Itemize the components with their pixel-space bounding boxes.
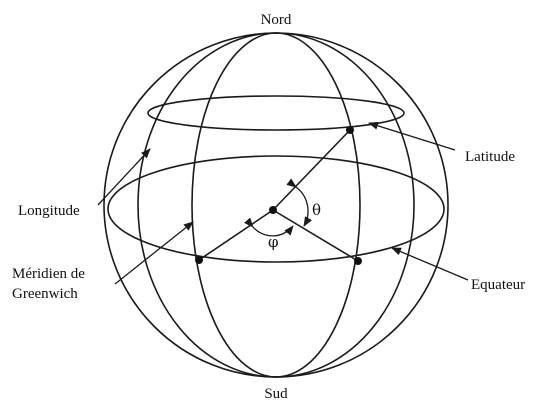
meridian-label-line2: Greenwich bbox=[12, 286, 78, 302]
equator-ellipse bbox=[107, 155, 445, 263]
center-point bbox=[269, 206, 277, 214]
latitude-arrow bbox=[368, 121, 456, 151]
meridian-outer bbox=[137, 32, 415, 378]
meridian-arrow bbox=[114, 221, 194, 285]
phi-symbol: φ bbox=[268, 233, 279, 251]
latitude-parallel bbox=[147, 95, 405, 131]
radius-to-latitude-point bbox=[272, 129, 351, 211]
theta-symbol: θ bbox=[312, 201, 321, 219]
longitude-arrow bbox=[97, 148, 151, 206]
longitude-label: Longitude bbox=[18, 203, 80, 219]
north-label: Nord bbox=[261, 12, 292, 28]
phi-angle-arc bbox=[244, 217, 294, 237]
sphere-outline bbox=[103, 32, 449, 378]
greenwich-equator-point bbox=[195, 256, 203, 264]
equator-point bbox=[354, 257, 362, 265]
equator-label: Equateur bbox=[471, 277, 525, 293]
meridian-label-line1: Méridien de bbox=[12, 266, 85, 282]
latitude-point bbox=[346, 126, 354, 134]
meridian-middle bbox=[191, 32, 361, 378]
radius-to-greenwich-point bbox=[198, 209, 274, 261]
latitude-label: Latitude bbox=[465, 149, 515, 165]
south-label: Sud bbox=[264, 386, 288, 402]
equator-arrow bbox=[391, 247, 469, 281]
theta-angle-arc bbox=[286, 178, 312, 227]
